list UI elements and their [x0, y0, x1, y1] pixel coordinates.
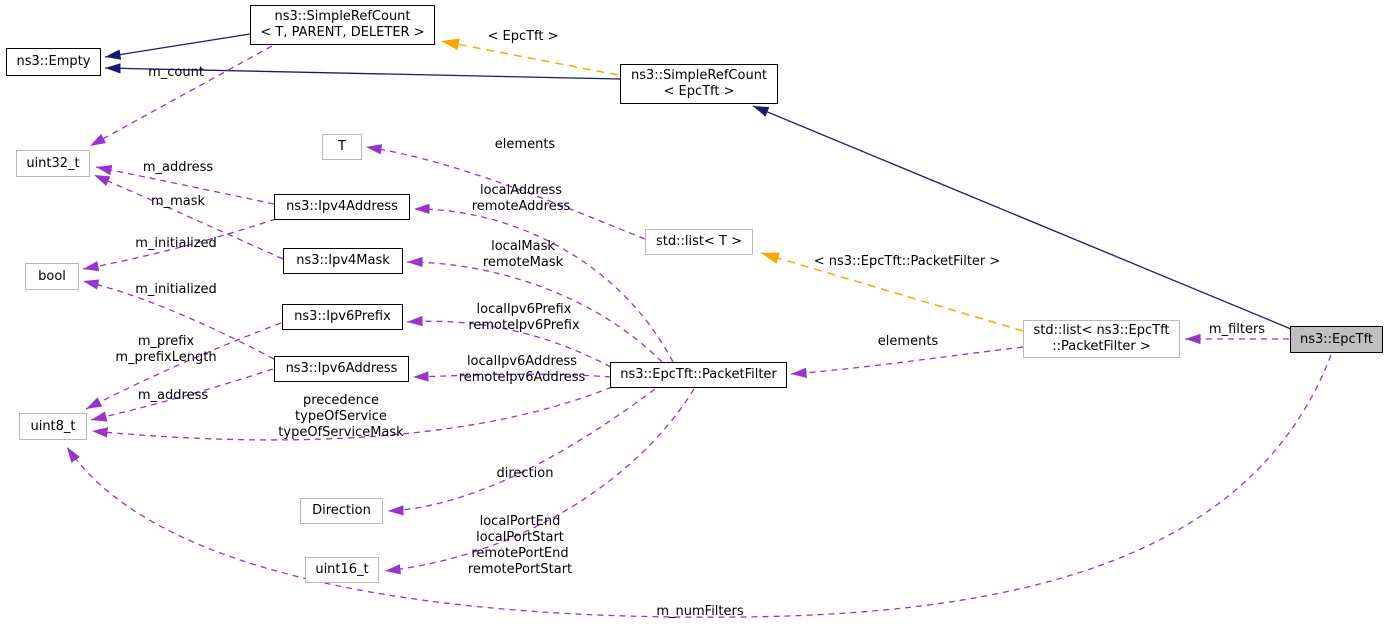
edge-local-remote-ipv6-prefix — [406, 315, 612, 368]
node-t: T — [322, 134, 362, 160]
edge-ports — [384, 388, 695, 575]
node-direction: Direction — [300, 498, 383, 524]
edge-inherit-simplerefcount-epctft-to-empty — [104, 63, 621, 80]
node-ns3-ipv4mask[interactable]: ns3::Ipv4Mask — [283, 248, 403, 274]
edge-local-remote-ipv6-address — [412, 371, 612, 382]
edge-m-address-ipv6 — [90, 368, 274, 422]
node-ns3-simplerefcount-template[interactable]: ns3::SimpleRefCount < T, PARENT, DELETER… — [250, 5, 435, 45]
edge-m-initialized-ipv6 — [82, 279, 275, 360]
edge-inherit-epctft-to-simplerefcount-epctft — [752, 105, 1292, 330]
node-uint32-t: uint32_t — [16, 150, 90, 177]
node-ns3-ipv6prefix[interactable]: ns3::Ipv6Prefix — [282, 304, 403, 330]
node-ns3-simplerefcount-epctft[interactable]: ns3::SimpleRefCount < EpcTft > — [620, 64, 778, 104]
edge-m-prefix — [85, 322, 282, 410]
node-ns3-empty[interactable]: ns3::Empty — [6, 48, 101, 76]
edge-inherit-simplerefcount-template-to-empty — [104, 33, 251, 60]
edge-template-stdlist-packetfilter — [760, 252, 1024, 332]
node-uint16-t: uint16_t — [305, 557, 379, 583]
node-std-list-packetfilter: std::list< ns3::EpcTft ::PacketFilter > — [1023, 320, 1180, 358]
edge-m-numfilters — [66, 354, 1332, 618]
node-ns3-ipv6address[interactable]: ns3::Ipv6Address — [274, 356, 409, 382]
edge-m-address-ipv4 — [95, 164, 275, 205]
edge-direction — [387, 388, 656, 516]
node-bool: bool — [25, 263, 79, 290]
edge-local-remote-mask — [406, 256, 663, 363]
edge-precedence — [91, 386, 613, 441]
node-ns3-ipv4address[interactable]: ns3::Ipv4Address — [274, 194, 410, 220]
edge-m-mask — [93, 174, 284, 260]
edge-template-simplerefcount-epctft — [440, 38, 619, 76]
node-std-list-t: std::list< T > — [645, 229, 753, 255]
edge-m-count — [89, 45, 273, 147]
node-uint8-t: uint8_t — [19, 413, 87, 440]
edge-m-initialized-ipv4 — [82, 218, 277, 272]
edge-local-remote-address — [413, 203, 674, 363]
edge-elements-t — [365, 144, 646, 240]
node-ns3-epctft-packetfilter[interactable]: ns3::EpcTft::PacketFilter — [610, 362, 787, 388]
edge-elements-packetfilter — [790, 346, 1024, 379]
node-ns3-epctft[interactable]: ns3::EpcTft — [1290, 326, 1383, 353]
